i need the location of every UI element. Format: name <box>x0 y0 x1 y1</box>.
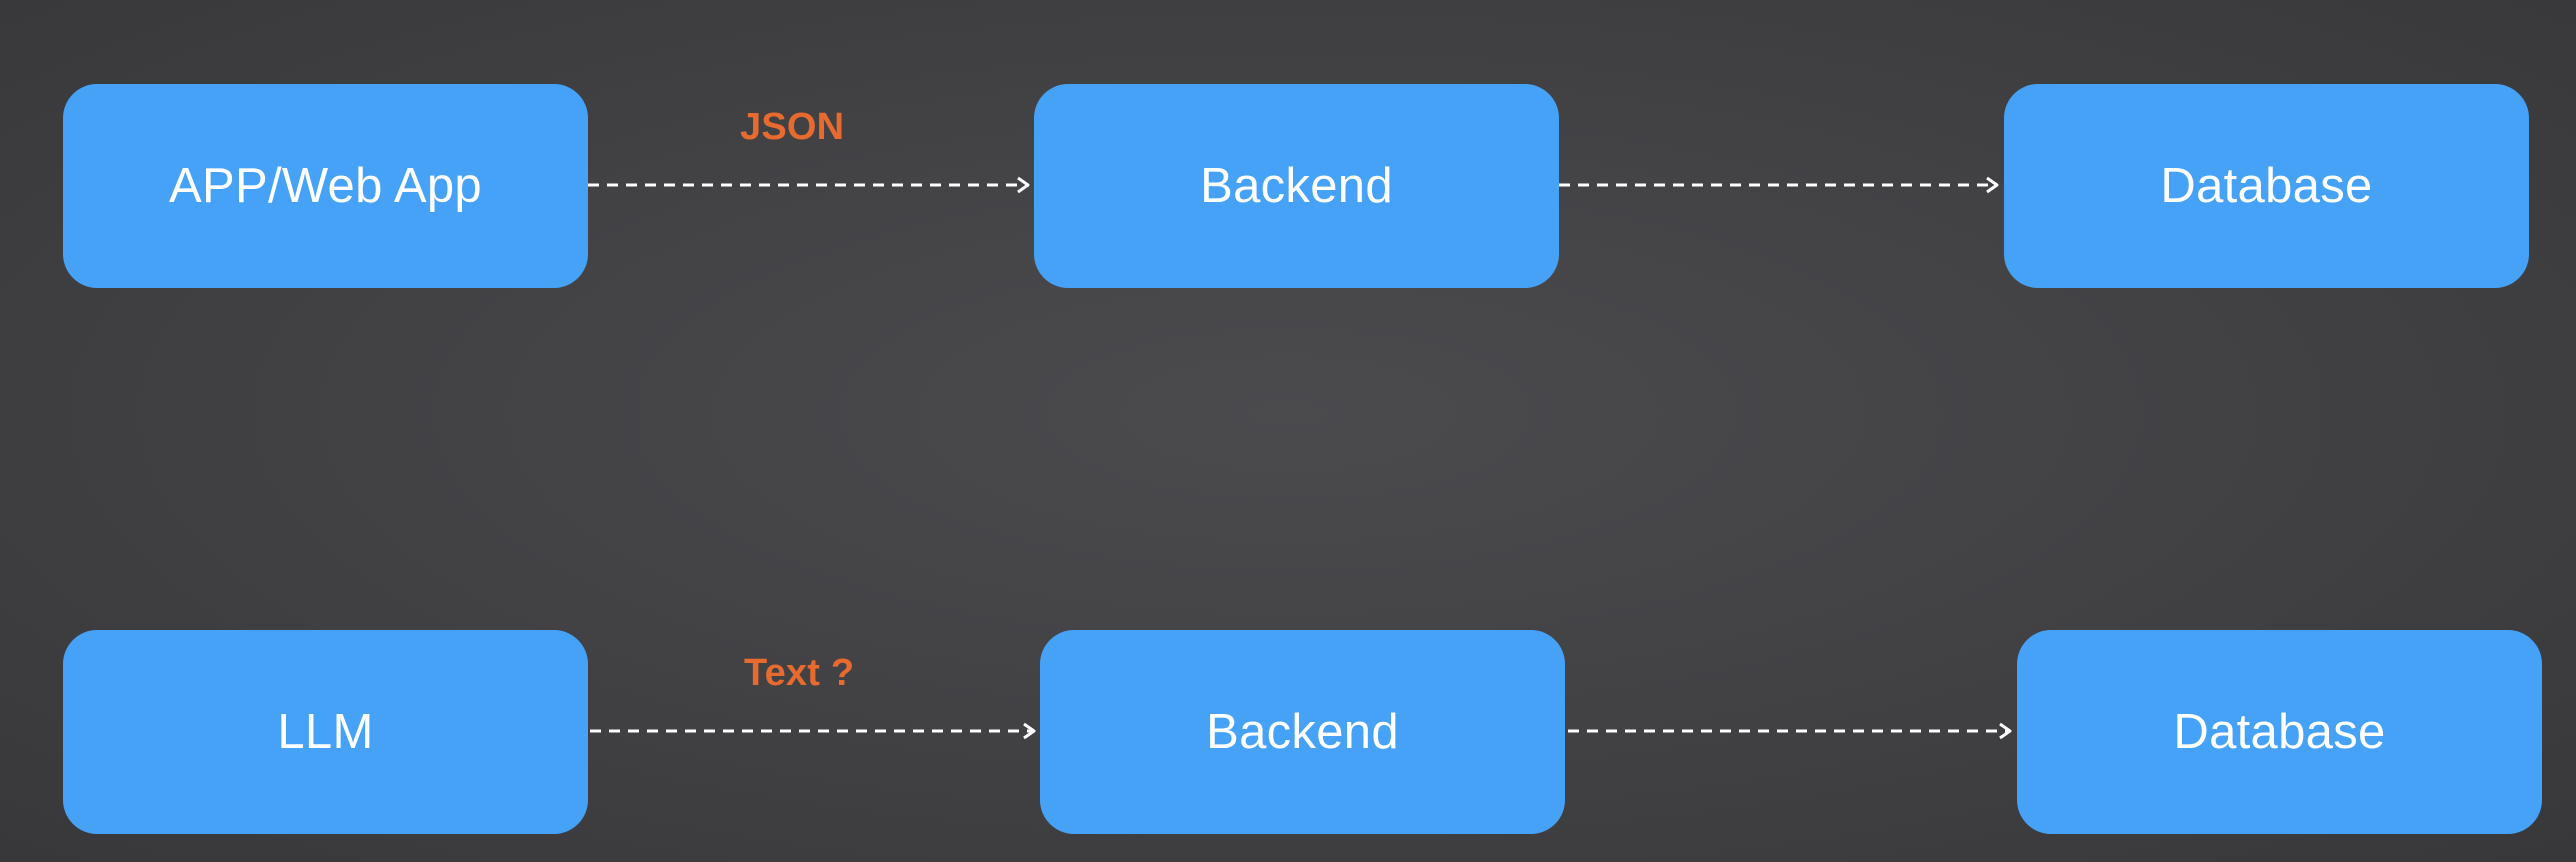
dashed-arrow-icon <box>588 176 1030 194</box>
llm-box: LLM <box>63 630 588 834</box>
dashed-arrow-icon <box>1559 176 1999 194</box>
backend-label-top: Backend <box>1200 159 1393 213</box>
database-box-bottom: Database <box>2017 630 2542 834</box>
dashed-arrow-icon <box>590 722 1036 740</box>
arrow-backend-to-database-top <box>1559 165 2004 205</box>
backend-box-bottom: Backend <box>1040 630 1565 834</box>
json-label: JSON <box>740 106 845 148</box>
backend-box-top: Backend <box>1034 84 1559 288</box>
text-question-label: Text ? <box>744 652 855 694</box>
backend-label-bottom: Backend <box>1206 705 1399 759</box>
dashed-arrow-icon <box>1568 722 2012 740</box>
database-box-top: Database <box>2004 84 2529 288</box>
llm-label: LLM <box>277 705 374 759</box>
arrow-app-to-backend <box>588 165 1036 205</box>
arrow-backend-to-database-bottom <box>1568 711 2018 751</box>
arrow-llm-to-backend <box>590 711 1042 751</box>
app-web-app-label: APP/Web App <box>169 159 482 213</box>
app-web-app-box: APP/Web App <box>63 84 588 288</box>
database-label-bottom: Database <box>2173 705 2386 759</box>
database-label-top: Database <box>2160 159 2373 213</box>
